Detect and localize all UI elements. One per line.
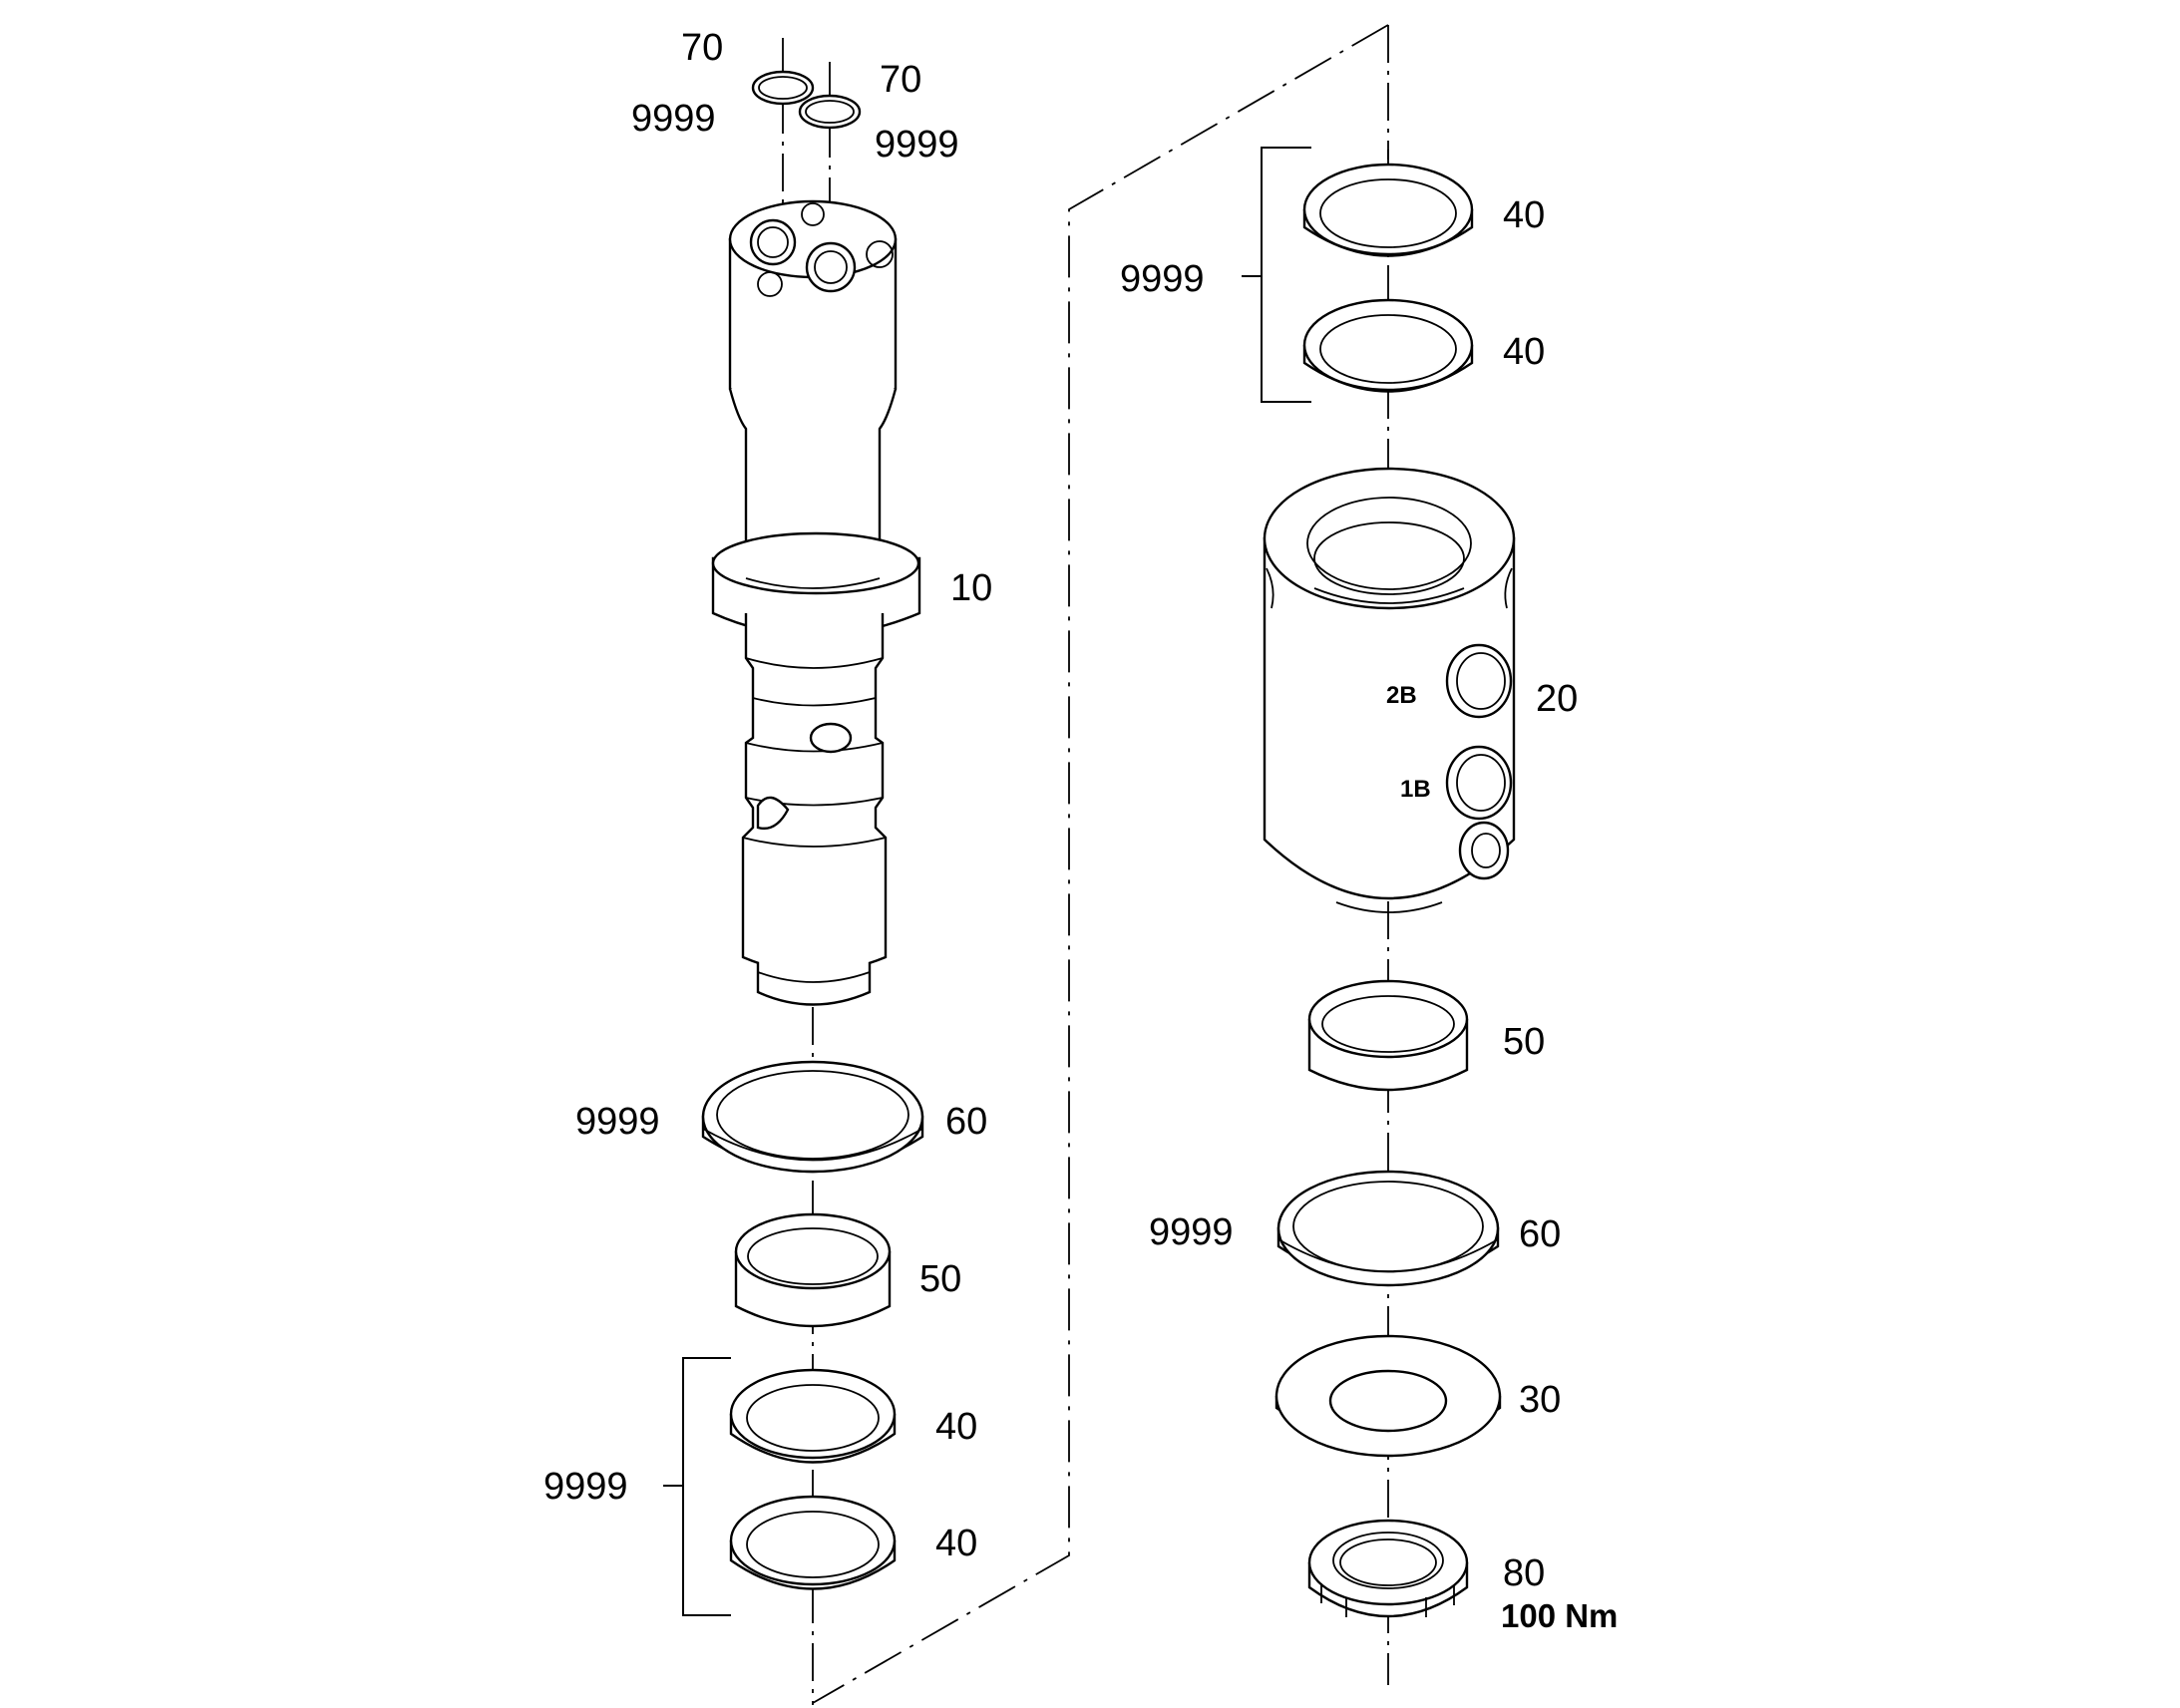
label-9999-left-bracket: 9999 [544,1466,628,1508]
label-50-right: 50 [1503,1021,1545,1063]
spool-part-10 [711,199,921,1006]
label-40-left-lower: 40 [935,1523,977,1564]
label-port-1b: 1B [1400,776,1431,803]
label-70-left: 70 [681,27,723,69]
label-30: 30 [1519,1379,1561,1421]
ring-40-left-upper [729,1368,897,1464]
oring-70-left [751,70,815,106]
label-40-right-upper: 40 [1503,194,1545,236]
bushing-50-right [1307,979,1469,1092]
label-9999-left-seal: 9999 [575,1101,660,1143]
label-9999-top-right: 9999 [875,124,959,166]
oring-70-right [798,94,862,130]
label-50-left: 50 [919,1258,961,1300]
seal-ring-60-left [701,1060,924,1174]
ring-40-left-lower [729,1495,897,1590]
label-9999-right-seal: 9999 [1149,1211,1234,1253]
ring-40-right-lower [1302,298,1474,393]
label-10: 10 [950,567,992,609]
bracket-left [663,1357,731,1616]
seal-ring-60-right [1276,1170,1500,1287]
assembly-frame [812,24,1389,1704]
label-40-right-lower: 40 [1503,331,1545,373]
label-torque: 100 Nm [1501,1597,1618,1634]
label-80: 80 [1503,1552,1545,1594]
callout-labels: 70 70 9999 9999 10 9999 60 50 40 40 9999… [544,27,1618,1634]
bushing-50-left [734,1212,892,1328]
washer-30 [1274,1334,1502,1458]
label-20: 20 [1536,678,1578,720]
label-60-right: 60 [1519,1213,1561,1255]
nut-80 [1307,1519,1469,1618]
label-port-2b: 2B [1386,682,1417,709]
bracket-right [1242,147,1311,403]
ring-40-right-upper [1302,163,1474,257]
label-9999-right-bracket: 9999 [1120,258,1205,300]
label-60-left: 60 [945,1101,987,1143]
label-70-right: 70 [880,59,921,101]
housing-part-20 [1263,467,1516,913]
label-9999-top-left: 9999 [631,98,716,140]
label-40-left-upper: 40 [935,1406,977,1448]
